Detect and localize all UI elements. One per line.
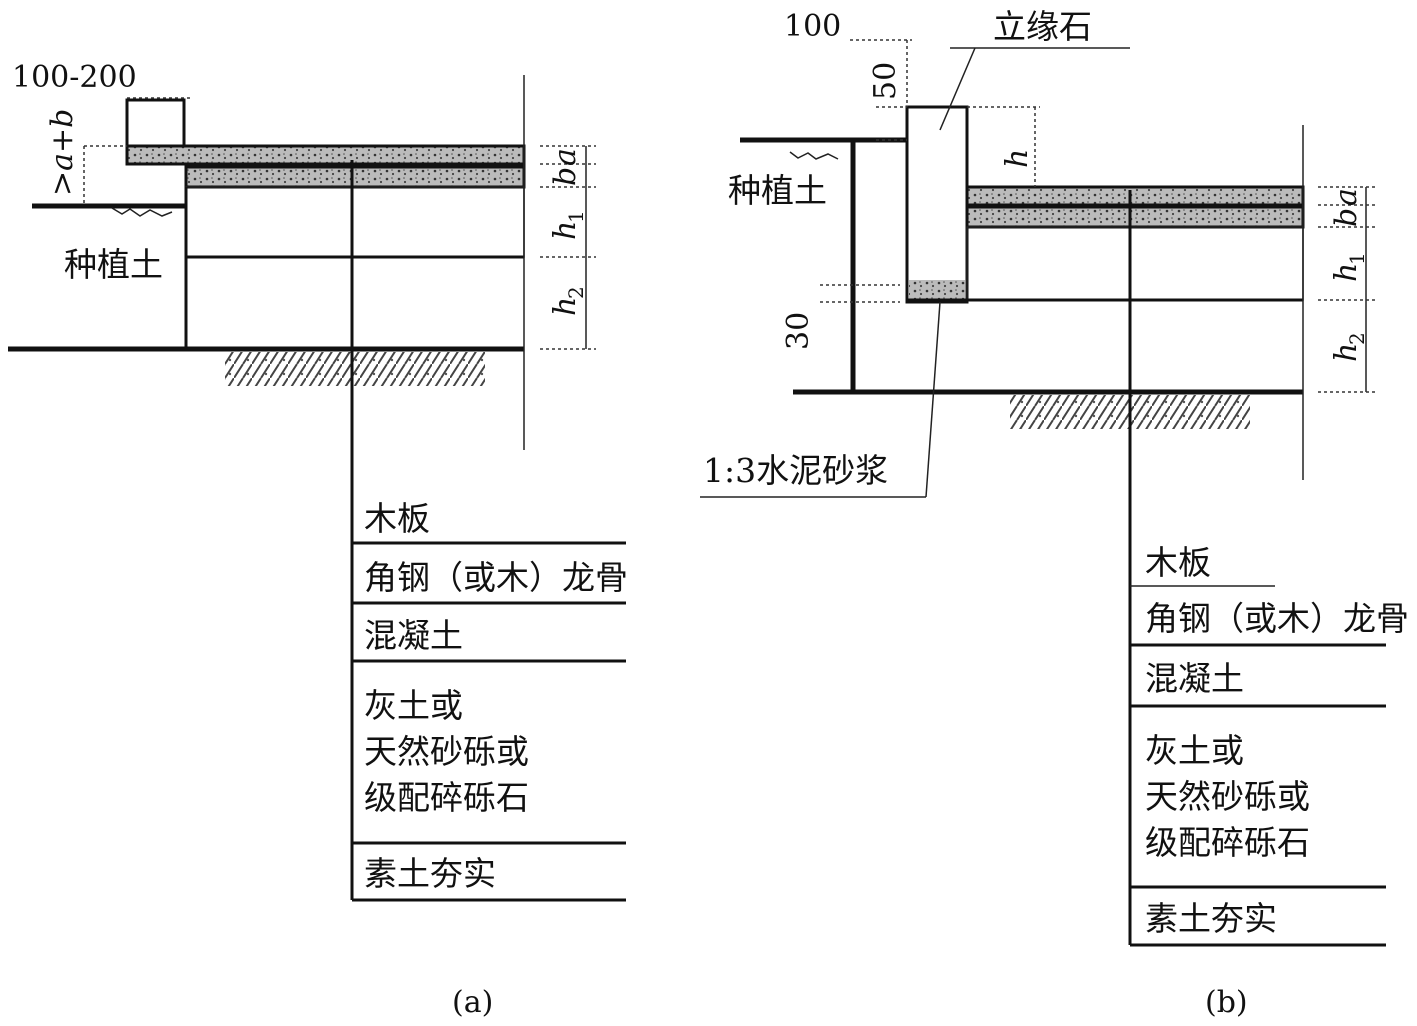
layer-base-line3-b: 级配碎砾石 [1145, 823, 1310, 862]
wood-board-layer [125, 144, 526, 166]
base-layer [186, 257, 524, 349]
layer-concrete: 混凝土 [364, 616, 463, 655]
caption-b: (b) [1205, 985, 1248, 1020]
curb-label: 立缘石 [993, 7, 1092, 46]
layer-legend-b: 木板 角钢（或木）龙骨 混凝土 灰土或 天然砂砾或 级配碎砾石 素土夯实 [1130, 543, 1409, 947]
mortar-label: 1:3水泥砂浆 [703, 451, 888, 490]
dim-a-b: a [1329, 188, 1364, 206]
dim-50-label: 50 [868, 62, 903, 100]
layer-base-line2-b: 天然砂砾或 [1145, 777, 1310, 816]
dim-h1-sub: 1 [564, 210, 588, 223]
compacted-earth [225, 352, 485, 386]
layer-legend-a: 木板 角钢（或木）龙骨 混凝土 灰土或 天然砂砾或 级配碎砾石 素土夯实 [352, 499, 628, 902]
layer-base-line2: 天然砂砾或 [364, 732, 529, 771]
dim-h2-sub-b: 2 [1345, 332, 1369, 345]
dim-top-label: 100-200 [12, 60, 137, 95]
wood-board-layer-b [965, 185, 1305, 207]
layer-base-line3: 级配碎砾石 [364, 778, 529, 817]
dim-h1: h [548, 221, 583, 240]
dim-h1-sub-b: 1 [1345, 252, 1369, 265]
joist-layer [184, 165, 526, 189]
dim-h2-sub: 2 [564, 286, 588, 299]
concrete-layer [185, 186, 525, 258]
layer-compacted-soil: 素土夯实 [364, 854, 496, 893]
dim-top-label-b: 100 [784, 9, 841, 44]
concrete-layer-b [966, 226, 1304, 301]
dim-b: b [548, 167, 583, 186]
diagram-b: 100 50 立缘石 h 种植土 30 1:3水泥砂浆 a b h 1 [700, 7, 1409, 1020]
layer-compacted-soil-b: 素土夯实 [1145, 899, 1277, 938]
dim-a: a [548, 148, 583, 166]
dim-b-b: b [1329, 208, 1364, 227]
dim-h-label: h [1000, 149, 1035, 168]
layer-wood-board-b: 木板 [1145, 543, 1211, 582]
dim-30-label: 30 [781, 312, 816, 350]
dim-h2: h [548, 297, 583, 316]
layer-joist-b: 角钢（或木）龙骨 [1145, 599, 1409, 638]
joist-layer-b [965, 205, 1305, 229]
layer-wood-board: 木板 [364, 499, 430, 538]
curb-stone [905, 105, 969, 304]
dim-h2-b: h [1329, 343, 1364, 362]
dim-side-label: >a+b [45, 109, 80, 196]
caption-a: (a) [452, 985, 493, 1020]
layer-joist: 角钢（或木）龙骨 [364, 558, 628, 597]
dim-h1-b: h [1329, 263, 1364, 282]
diagram-a: 100-200 >a+b 种植土 a b h 1 h 2 木板 [8, 60, 628, 1020]
layer-concrete-b: 混凝土 [1145, 659, 1244, 698]
planting-soil-label: 种植土 [64, 245, 163, 284]
mortar-bed [909, 280, 965, 300]
edge-block [125, 98, 186, 148]
planting-soil-label-b: 种植土 [728, 171, 827, 210]
layer-base-line1-b: 灰土或 [1145, 731, 1244, 770]
layer-base-line1: 灰土或 [364, 686, 463, 725]
